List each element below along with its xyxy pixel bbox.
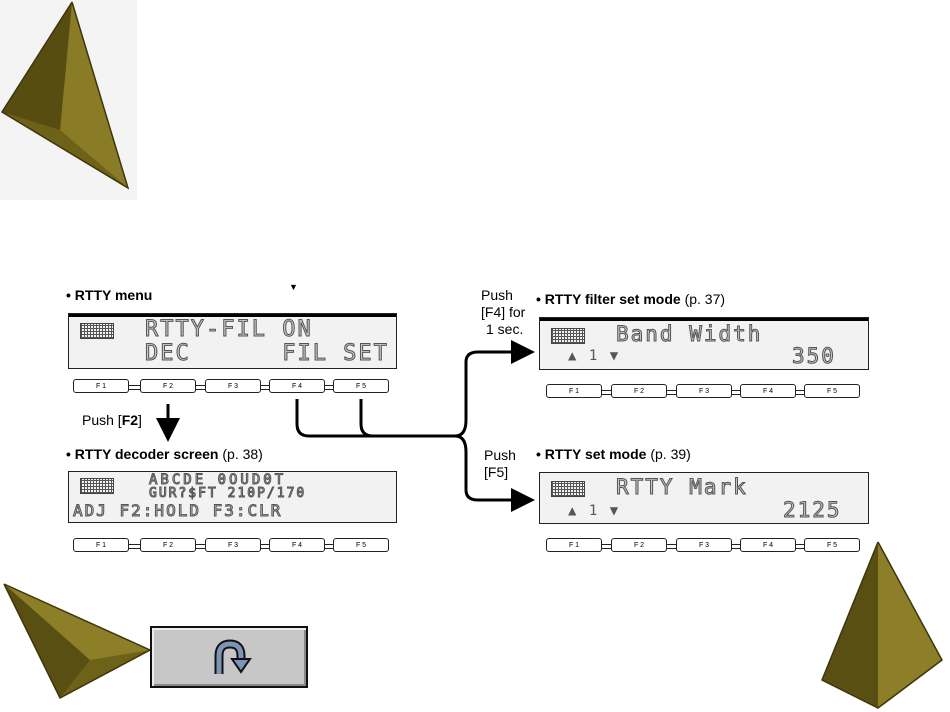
pyramid-bottom-right xyxy=(821,541,943,709)
rtty-menu-lcd: RTTY-FIL ON DEC FIL SET xyxy=(68,313,397,369)
f1-key[interactable]: F 1 xyxy=(73,379,129,393)
f4-key[interactable]: F 4 xyxy=(740,538,796,552)
f1-key[interactable]: F 1 xyxy=(546,384,602,398)
push-f2-label: Push [F2] xyxy=(82,412,142,428)
filter-line1: Band Width xyxy=(615,322,763,347)
f5-key[interactable]: F 5 xyxy=(804,538,860,552)
filter-value: 350 xyxy=(792,344,836,369)
f1-key[interactable]: F 1 xyxy=(546,538,602,552)
rtty-menu-line2: DEC FIL SET xyxy=(145,341,389,367)
arrow-to-filter xyxy=(454,340,535,438)
arrow-to-set-mode xyxy=(454,434,535,512)
f2-key[interactable]: F 2 xyxy=(611,538,667,552)
filter-updown: ▲ 1 ▼ xyxy=(568,348,621,364)
set-mode-updown: ▲ 1 ▼ xyxy=(568,503,621,519)
decoder-lcd: ABCDE 0OUD0T GUR?$FT 210P/170 ADJ F2:HOL… xyxy=(68,471,397,523)
set-mode-lcd: RTTY Mark ▲ 1 ▼ 2125 xyxy=(539,472,869,524)
push-f5-label: Push [F5] xyxy=(484,447,516,480)
pyramid-top-left xyxy=(0,1,130,190)
lcd-mode-icon xyxy=(551,328,585,344)
set-mode-fkeys: F 1 F 2 F 3 F 4 F 5 xyxy=(546,538,860,554)
f3-key[interactable]: F 3 xyxy=(676,384,732,398)
f2-key[interactable]: F 2 xyxy=(611,384,667,398)
decoder-line1: ABCDE 0OUD0T xyxy=(148,472,287,489)
line-f5 xyxy=(359,399,374,438)
pyramid-bottom-left xyxy=(3,583,152,700)
f2-key[interactable]: F 2 xyxy=(140,538,196,552)
filter-fkeys: F 1 F 2 F 3 F 4 F 5 xyxy=(546,384,860,400)
lcd-mode-icon xyxy=(80,323,114,339)
rtty-menu-fkeys: F 1 F 2 F 3 F 4 F 5 xyxy=(73,379,389,395)
f5-key[interactable]: F 5 xyxy=(333,538,389,552)
filter-heading: • RTTY filter set mode (p. 37) xyxy=(536,291,726,307)
rtty-menu-heading: • RTTY menu xyxy=(66,287,153,303)
f3-key[interactable]: F 3 xyxy=(676,538,732,552)
push-f4-label: Push [F4] for 1 sec. xyxy=(481,287,526,337)
f2-key[interactable]: F 2 xyxy=(140,379,196,393)
f4-key[interactable]: F 4 xyxy=(269,379,325,393)
line-f4 xyxy=(295,399,455,438)
f5-key[interactable]: F 5 xyxy=(804,384,860,398)
decoder-heading: • RTTY decoder screen (p. 38) xyxy=(66,446,263,462)
filter-lcd: Band Width ▲ 1 ▼ 350 xyxy=(539,317,869,370)
f3-key[interactable]: F 3 xyxy=(205,538,261,552)
pointer-marker: ▼ xyxy=(289,282,298,292)
decoder-line2: GUR?$FT 210P/170 xyxy=(148,486,307,502)
u-turn-arrow-icon xyxy=(214,639,252,674)
set-mode-heading: • RTTY set mode (p. 39) xyxy=(536,446,691,462)
decoder-fkeys: F 1 F 2 F 3 F 4 F 5 xyxy=(73,538,389,554)
set-mode-value: 2125 xyxy=(783,498,842,523)
f4-key[interactable]: F 4 xyxy=(740,384,796,398)
lcd-mode-icon xyxy=(80,478,114,494)
set-mode-line1: RTTY Mark xyxy=(616,475,748,500)
rtty-menu-line1: RTTY-FIL ON xyxy=(145,317,313,343)
f3-key[interactable]: F 3 xyxy=(205,379,261,393)
f4-key[interactable]: F 4 xyxy=(269,538,325,552)
f5-key[interactable]: F 5 xyxy=(333,379,389,393)
decoder-line3: ADJ F2:HOLD F3:CLR xyxy=(72,501,283,521)
f1-key[interactable]: F 1 xyxy=(73,538,129,552)
back-button[interactable] xyxy=(150,626,308,688)
lcd-mode-icon xyxy=(551,481,585,497)
